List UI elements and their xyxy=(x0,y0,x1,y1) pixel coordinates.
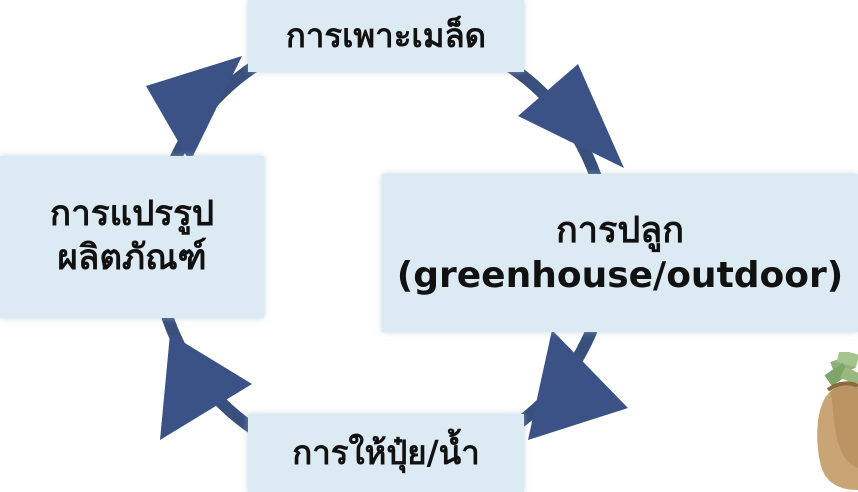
arrow-top-right xyxy=(518,64,624,168)
stage-processing-sublabel: ผลิตภัณฑ์ xyxy=(57,238,207,278)
stage-processing: การแปรรูป ผลิตภัณฑ์ xyxy=(0,156,264,318)
arrow-top-left xyxy=(146,56,242,162)
stage-seeding-label: การเพาะเมล็ด xyxy=(285,16,487,56)
arrow-bottom-left xyxy=(160,334,252,440)
stage-planting: การปลูก (greenhouse/outdoor) xyxy=(382,174,858,332)
stage-processing-label: การแปรรูป xyxy=(49,194,215,235)
stage-planting-label: การปลูก xyxy=(555,210,685,251)
money-bag-image xyxy=(817,352,858,490)
stage-planting-sublabel: (greenhouse/outdoor) xyxy=(396,255,844,296)
arrow-bottom-right xyxy=(528,330,628,440)
stage-seeding: การเพาะเมล็ด xyxy=(248,0,524,72)
stage-fertilizing-label: การให้ปุ๋ย/น้ำ xyxy=(292,433,480,473)
stage-fertilizing-watering: การให้ปุ๋ย/น้ำ xyxy=(248,414,524,492)
